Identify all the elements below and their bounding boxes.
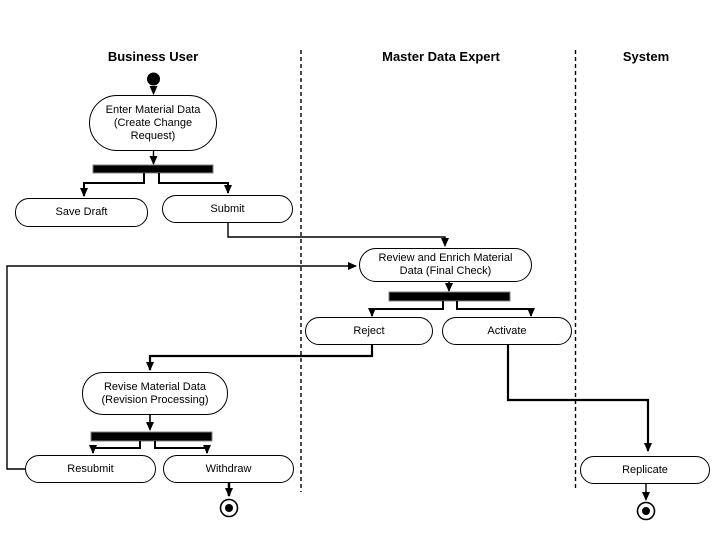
node-resubmit: Resubmit bbox=[25, 455, 156, 483]
edge-fork1-to-submit bbox=[158, 173, 232, 194]
start-node-icon bbox=[147, 72, 160, 86]
edge-fork3-to-withdraw bbox=[154, 441, 211, 454]
lane-header-master-data-expert: Master Data Expert bbox=[382, 49, 500, 64]
node-replicate: Replicate bbox=[580, 456, 710, 484]
edge-submit-to-review bbox=[227, 223, 449, 247]
edge-resubmit-feedback-to-review bbox=[6, 262, 357, 470]
node-withdraw: Withdraw bbox=[163, 455, 294, 483]
node-revise-material-data: Revise Material Data (Revision Processin… bbox=[82, 372, 228, 415]
end-node-icon-withdraw bbox=[219, 498, 239, 518]
node-enter-material-data: Enter Material Data (Create Change Reque… bbox=[89, 95, 217, 151]
edge-fork1-to-save-draft bbox=[80, 173, 145, 197]
end-node-icon-replicate bbox=[636, 501, 656, 521]
fork-bar-2 bbox=[388, 291, 511, 302]
edge-activate-to-replicate bbox=[506, 345, 652, 452]
node-save-draft: Save Draft bbox=[15, 198, 148, 227]
lane-header-system: System bbox=[622, 49, 670, 64]
fork-bar-1 bbox=[92, 164, 214, 174]
edge-fork3-to-resubmit bbox=[89, 441, 141, 454]
edge-fork2-to-reject bbox=[368, 301, 444, 317]
node-reject: Reject bbox=[305, 317, 433, 345]
edge-fork2-to-activate bbox=[456, 301, 535, 317]
node-activate: Activate bbox=[442, 317, 572, 345]
node-review-and-enrich: Review and Enrich Material Data (Final C… bbox=[359, 248, 532, 282]
edge-reject-to-revise bbox=[146, 345, 374, 371]
lane-header-business-user: Business User bbox=[107, 49, 199, 64]
fork-bar-3 bbox=[90, 431, 213, 442]
node-submit: Submit bbox=[162, 195, 293, 223]
